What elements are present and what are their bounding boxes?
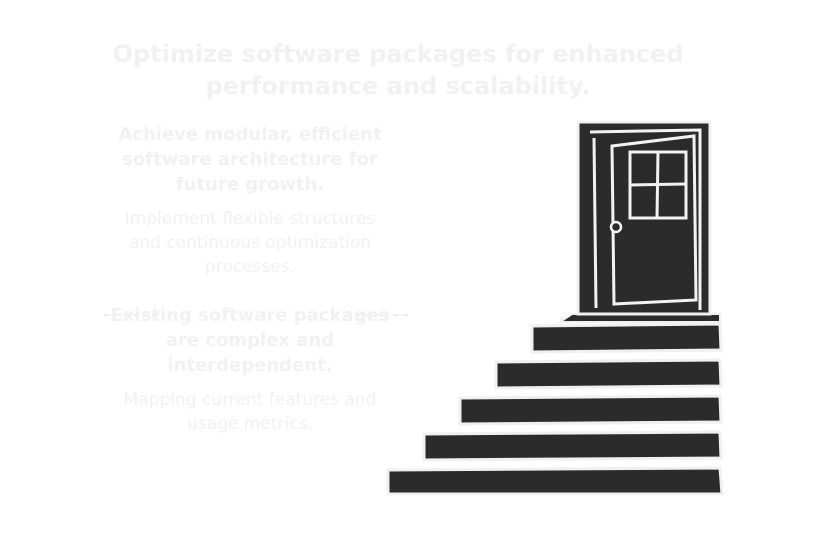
current-state-heading: Existing software packages are complex a… bbox=[110, 305, 390, 376]
stair-step bbox=[422, 430, 723, 462]
door-frame-inner-line bbox=[592, 137, 598, 309]
page-title: Optimize software packages for enhanced … bbox=[112, 40, 684, 100]
goal-description: Implement flexible structures and contin… bbox=[124, 209, 376, 277]
open-door-icon bbox=[576, 120, 712, 316]
current-state-description: Mapping current features and usage metri… bbox=[123, 390, 377, 434]
door-frame-inner-line bbox=[589, 128, 702, 310]
stair-step bbox=[458, 394, 723, 426]
stair-step bbox=[530, 322, 723, 354]
staircase-icon bbox=[386, 313, 724, 496]
stair-step bbox=[494, 358, 723, 390]
divider-right bbox=[346, 314, 408, 316]
stair-step bbox=[386, 466, 724, 496]
divider-left bbox=[104, 314, 158, 316]
door-knob bbox=[609, 220, 623, 234]
goal-heading: Achieve modular, efficient software arch… bbox=[118, 124, 382, 195]
